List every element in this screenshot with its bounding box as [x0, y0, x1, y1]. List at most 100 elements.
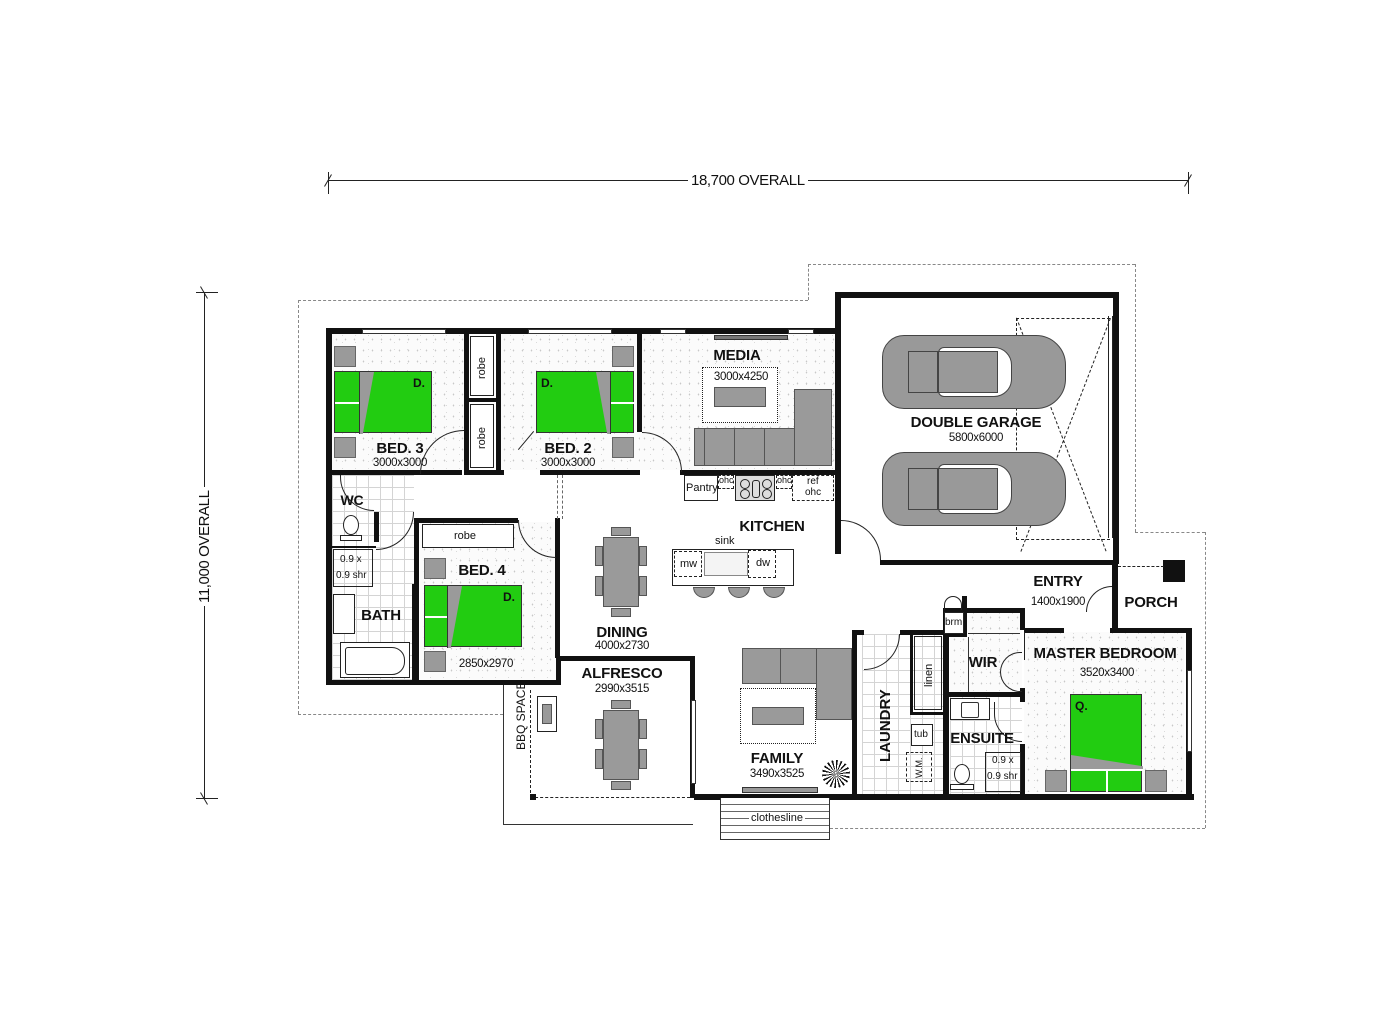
room-label-bath: BATH [361, 607, 401, 624]
toilet [343, 515, 359, 535]
bed-size-label: D. [413, 376, 425, 390]
wall [1020, 688, 1025, 702]
room-label-porch: PORCH [1124, 594, 1178, 611]
room-label-bed3: BED. 3 [376, 440, 424, 457]
shower-bath: 0.9 x 0.9 shr [333, 549, 373, 587]
wall [1113, 292, 1119, 564]
bed-size-label: D. [503, 590, 515, 604]
wall [1020, 608, 1025, 630]
chair [595, 719, 603, 739]
vanity-basin [950, 698, 990, 720]
room-size-family: 3490x3525 [749, 768, 805, 780]
room-label-bed2: BED. 2 [544, 440, 592, 457]
media-rug: 3000x4250 [702, 367, 778, 423]
wall [880, 560, 885, 564]
garage-door [1108, 316, 1113, 538]
l-shaped-sofa [794, 389, 832, 466]
laundry-tub: tub [911, 724, 933, 746]
robe: robe [470, 336, 494, 396]
chair [639, 749, 647, 769]
room-label-ensuite: ENSUITE [950, 730, 1014, 747]
sink-label: sink [715, 535, 735, 547]
room-size-garage: 5800x6000 [948, 432, 1004, 444]
porch-beam [1118, 566, 1164, 567]
wall [1110, 628, 1192, 633]
window [788, 329, 814, 334]
dining-table [603, 537, 639, 607]
wall [540, 470, 640, 475]
window [362, 329, 446, 334]
wall [464, 470, 504, 475]
room-label-garage: DOUBLE GARAGE [910, 414, 1042, 431]
room-size-entry: 1400x1900 [1030, 596, 1086, 608]
overall-width-label: 18,700 OVERALL [688, 172, 808, 189]
wall [326, 680, 558, 685]
room-size-dining: 4000x2730 [594, 640, 650, 652]
wall [880, 560, 1118, 565]
chair [639, 546, 647, 566]
wall [326, 470, 462, 475]
chair [611, 700, 631, 709]
bedside-table [334, 437, 356, 458]
alfresco-table [603, 710, 639, 780]
chair [639, 576, 647, 596]
bedside-table [424, 558, 446, 579]
bedside-table [612, 437, 634, 458]
bathtub [340, 642, 410, 678]
wall [943, 608, 1025, 613]
toilet-cistern [950, 784, 974, 790]
porch-post [1163, 560, 1185, 582]
door-entry[interactable] [1086, 586, 1112, 612]
bedside-table [1145, 770, 1167, 792]
plant-icon [822, 760, 850, 788]
washing-machine: W.M. [906, 752, 932, 782]
microwave: mw [674, 551, 702, 577]
clothesline: clothesline [720, 798, 830, 840]
wir-shelf [950, 637, 969, 692]
overhead-cupboard: ohc [718, 475, 734, 489]
alfresco-post [530, 794, 536, 800]
dishwasher: dw [748, 550, 776, 578]
door-brm[interactable] [944, 596, 962, 610]
family-rug [740, 688, 816, 744]
bedside-table [1045, 770, 1067, 792]
cooktop [735, 475, 775, 501]
chair [595, 749, 603, 769]
wall [556, 656, 692, 661]
wir-shelf [968, 613, 1020, 634]
wall [326, 328, 332, 684]
overhead-cupboard: ohc [776, 475, 792, 489]
bbq [537, 696, 557, 732]
bed-size-label: Q. [1075, 699, 1088, 713]
wall [900, 630, 950, 635]
wall [910, 634, 913, 712]
door-garage[interactable] [841, 520, 881, 560]
robe: robe [470, 404, 494, 468]
sliding-door[interactable] [691, 700, 696, 784]
room-label-master: MASTER BEDROOM [1033, 645, 1177, 662]
room-size-bed3: 3000x3000 [372, 457, 428, 469]
window [660, 329, 686, 334]
room-size-alfresco: 2990x3515 [594, 683, 650, 695]
wall [943, 608, 949, 798]
coffee-table [714, 387, 766, 407]
chair [611, 608, 631, 617]
room-label-bed4: BED. 4 [458, 562, 506, 579]
wall [556, 656, 561, 685]
door-master[interactable] [1024, 632, 1036, 660]
wall [496, 334, 501, 474]
double-bed: D. [536, 371, 635, 434]
car-icon [882, 335, 1066, 409]
l-shaped-sofa [816, 648, 852, 720]
double-bed: D. [334, 371, 432, 434]
bar-stool [728, 587, 750, 598]
double-sink [704, 552, 748, 576]
room-label-laundry: LAUNDRY [877, 689, 894, 762]
wall [835, 292, 1119, 298]
wall [414, 518, 518, 523]
robe: robe [422, 524, 514, 548]
bar-stool [763, 587, 785, 598]
double-bed: D. [424, 585, 522, 648]
vanity-basin [333, 594, 355, 634]
chair [611, 781, 631, 790]
